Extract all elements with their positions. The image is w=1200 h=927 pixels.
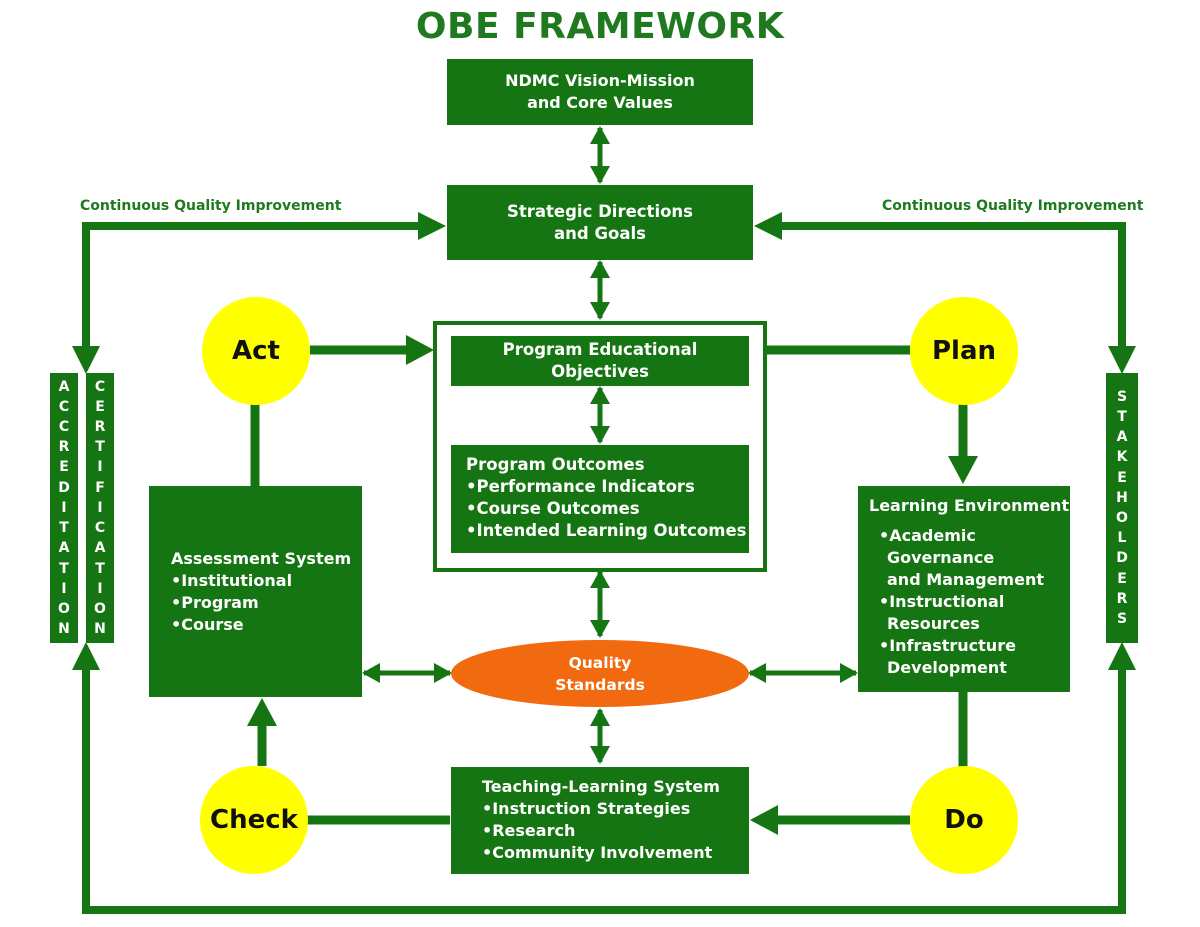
- accreditation-bar: ACCREDITATION: [50, 373, 78, 643]
- quality-standards-ellipse: Quality Standards: [451, 640, 749, 707]
- vertical-text: CERTIFICATION: [94, 378, 106, 638]
- teaching-item: •Research: [482, 821, 576, 840]
- learning-environment-box: Learning Environment •Academic Governanc…: [858, 486, 1070, 692]
- check-circle: Check: [200, 766, 308, 874]
- learning-env-line: •Infrastructure: [879, 636, 1016, 655]
- teaching-item: •Instruction Strategies: [482, 799, 691, 818]
- assessment-heading: Assessment System: [171, 549, 352, 568]
- vision-box: NDMC Vision-Mission and Core Values: [447, 59, 753, 125]
- program-outcomes-heading: Program Outcomes: [466, 455, 645, 474]
- learning-env-line: •Academic: [879, 526, 976, 545]
- teaching-item: •Community Involvement: [482, 843, 713, 862]
- learning-env-line: and Management: [887, 570, 1044, 589]
- teaching-learning-box: Teaching-Learning System •Instruction St…: [451, 767, 749, 874]
- program-outcomes-item: •Performance Indicators: [466, 477, 695, 496]
- strategic-line-1: Strategic Directions: [506, 201, 694, 221]
- learning-env-line: Development: [887, 658, 1007, 677]
- plan-circle: Plan: [910, 297, 1018, 405]
- certification-bar: CERTIFICATION: [86, 373, 114, 643]
- assessment-item: •Course: [171, 615, 244, 634]
- do-circle: Do: [910, 766, 1018, 874]
- vertical-text: ACCREDITATION: [58, 378, 70, 638]
- strategic-line-2: and Goals: [554, 223, 646, 243]
- teaching-heading: Teaching-Learning System: [482, 777, 720, 796]
- vertical-text: STAKEHOLDERS: [1116, 388, 1128, 628]
- learning-env-line: •Instructional: [879, 592, 1005, 611]
- accreditation-label: ACCREDITATION: [50, 373, 78, 643]
- act-circle: Act: [202, 297, 310, 405]
- stakeholders-bar: STAKEHOLDERS: [1106, 373, 1138, 643]
- arrow-cqi-left: [82, 222, 420, 350]
- assessment-item: •Program: [171, 593, 259, 612]
- stakeholders-label: STAKEHOLDERS: [1106, 373, 1138, 643]
- assessment-box: Assessment System •Institutional •Progra…: [149, 486, 362, 697]
- program-outcomes-box: Program Outcomes •Performance Indicators…: [451, 445, 749, 553]
- arrow-cqi-right: [780, 222, 1126, 350]
- peo-line-1: Program Educational: [502, 340, 698, 359]
- program-outcomes-item: •Intended Learning Outcomes: [466, 521, 747, 540]
- quality-line-1: Quality: [568, 653, 632, 672]
- strategic-box: Strategic Directions and Goals: [447, 185, 753, 260]
- program-outcomes-item: •Course Outcomes: [466, 499, 640, 518]
- page-title: OBE FRAMEWORK: [415, 6, 785, 47]
- cqi-right-label: Continuous Quality Improvement: [882, 198, 1144, 214]
- peo-box: Program Educational Objectives: [451, 336, 749, 386]
- certification-label: CERTIFICATION: [86, 373, 114, 643]
- learning-env-line: Resources: [887, 614, 980, 633]
- peo-frame: [433, 321, 767, 572]
- vision-line-1: NDMC Vision-Mission: [505, 71, 695, 90]
- arrow-bottom-loop: [82, 666, 1126, 914]
- learning-env-line: Governance: [887, 548, 995, 567]
- vision-line-2: and Core Values: [527, 93, 673, 112]
- peo-line-2: Objectives: [551, 362, 649, 381]
- cqi-left-label: Continuous Quality Improvement: [80, 198, 342, 214]
- assessment-item: •Institutional: [171, 571, 293, 590]
- learning-environment-heading: Learning Environment: [869, 496, 1070, 515]
- quality-line-2: Standards: [555, 675, 645, 694]
